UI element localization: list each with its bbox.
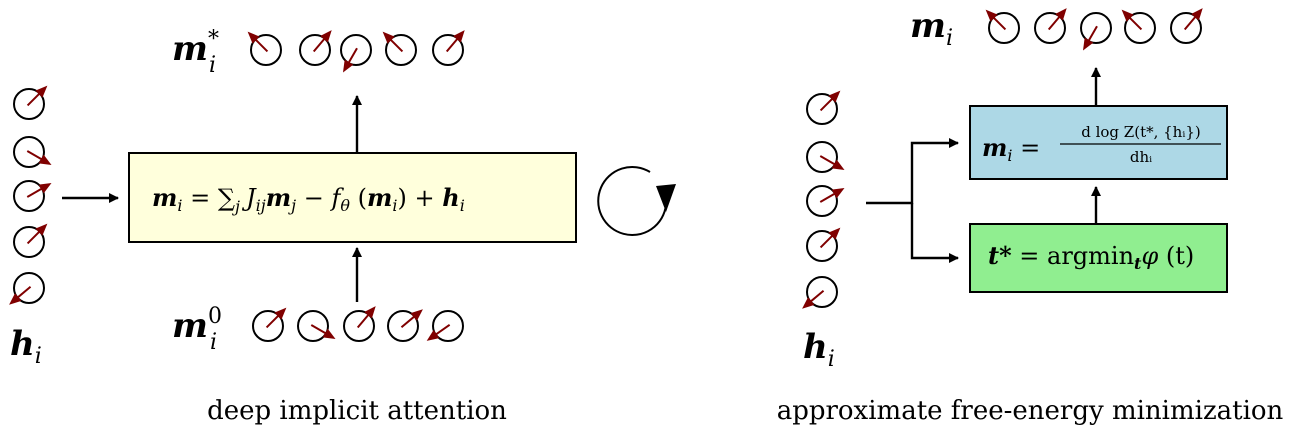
spin-0 (13, 85, 48, 120)
spin-1 (13, 136, 52, 168)
spin-3 (13, 223, 48, 258)
left-h-label: hi (10, 324, 42, 369)
spin-3 (806, 227, 841, 262)
spin-circle (13, 136, 45, 168)
spin-2 (343, 306, 376, 342)
spin-arrow-head (985, 9, 998, 22)
spin-3 (1121, 9, 1156, 44)
spin-circle (13, 272, 45, 304)
spin-arrow-head (364, 306, 376, 319)
branch-arrow-upper (866, 138, 959, 205)
spin-arrow-head (410, 309, 423, 321)
spin-circle (1124, 12, 1156, 44)
spin-3 (382, 31, 417, 66)
spin-circle (13, 226, 45, 258)
spin-4 (9, 272, 45, 305)
spin-arrow-head (802, 297, 815, 309)
right-input-spins (802, 90, 845, 309)
left-input-spins (9, 85, 52, 305)
spin-1 (1034, 8, 1067, 44)
spin-arrow-head (322, 328, 336, 339)
right-top-m-label: mi (910, 6, 953, 51)
spin-arrow-head (38, 183, 52, 194)
spin-arrow-head (35, 223, 48, 236)
implicit-attention-box (128, 152, 577, 243)
spin-2 (806, 185, 845, 217)
spin-4 (432, 30, 465, 66)
spin-4 (1170, 8, 1203, 44)
spin-4 (426, 310, 464, 342)
spin-0 (252, 307, 287, 342)
spin-arrow-head (35, 85, 48, 98)
spin-circle (387, 310, 419, 342)
spin-arrow-head (274, 307, 287, 320)
spin-arrow-head (1121, 9, 1134, 22)
spin-arrow-head (9, 293, 22, 305)
spin-circle (1170, 12, 1202, 44)
spin-arrow-head (831, 188, 845, 199)
argmin-equation: t* = argmintφ (t) (988, 241, 1194, 273)
spin-arrow-head (1055, 8, 1067, 21)
spin-circle (806, 276, 838, 308)
spin-1 (806, 141, 845, 173)
derivative-numerator: d log Z(t*, {hᵢ}) (1081, 123, 1201, 141)
derivative-box (969, 105, 1228, 180)
spin-2 (340, 34, 372, 73)
spin-0 (806, 90, 841, 125)
branch-arrow-lower (910, 203, 959, 263)
spin-circle (385, 34, 417, 66)
spin-0 (985, 9, 1020, 44)
spin-circle (297, 310, 329, 342)
spin-arrow-head (1083, 37, 1094, 51)
right-h-label: hi (803, 327, 835, 372)
spin-arrow-head (247, 31, 260, 44)
spin-3 (387, 309, 423, 342)
spin-2 (13, 180, 52, 212)
spin-circle (340, 34, 372, 66)
derivative-equation-lhs: mi = (982, 133, 1040, 165)
spin-arrow-head (453, 30, 465, 43)
spin-1 (299, 30, 332, 66)
spin-circle (13, 180, 45, 212)
right-caption: approximate free-energy minimization (777, 396, 1284, 426)
refresh-cycle-icon (597, 166, 676, 236)
top-output-spins (247, 30, 465, 73)
spin-circle (432, 310, 464, 342)
spin-circle (13, 88, 45, 120)
spin-circle (299, 34, 331, 66)
right-output-spins (985, 8, 1203, 51)
spin-circle (1034, 12, 1066, 44)
spin-circle (988, 12, 1020, 44)
spin-circle (806, 141, 838, 173)
spin-arrow-head (831, 159, 845, 170)
spin-circle (432, 34, 464, 66)
left-caption: deep implicit attention (207, 396, 507, 426)
spin-arrow-head (382, 31, 395, 44)
spin-circle (252, 310, 284, 342)
spin-arrow-head (426, 329, 440, 341)
spin-arrow-head (1191, 8, 1203, 21)
argmin-box (969, 223, 1228, 293)
spin-arrow-head (828, 227, 841, 240)
bottom-initial-spins (252, 306, 464, 342)
spin-2 (1080, 12, 1112, 51)
spin-circle (806, 230, 838, 262)
spin-circle (343, 310, 375, 342)
derivative-denominator: dhᵢ (1130, 148, 1152, 166)
spin-4 (802, 276, 838, 309)
spin-1 (297, 310, 336, 342)
spin-0 (247, 31, 282, 66)
spin-circle (250, 34, 282, 66)
spin-arrow-head (320, 30, 332, 43)
spin-arrow-head (343, 59, 354, 73)
top-m-star-label: m*i (172, 27, 219, 78)
spin-circle (806, 93, 838, 125)
spin-circle (1080, 12, 1112, 44)
spin-circle (806, 185, 838, 217)
spin-arrow-head (38, 154, 52, 165)
spin-arrow-head (828, 90, 841, 103)
